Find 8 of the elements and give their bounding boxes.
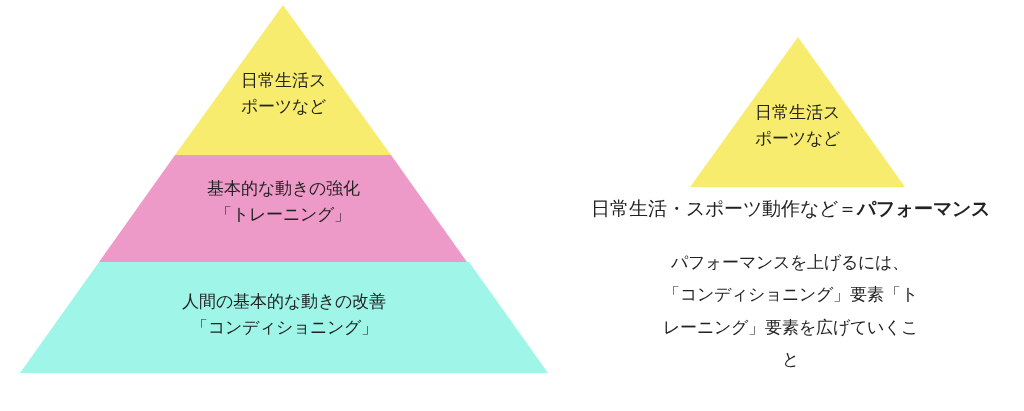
- equation-text: 日常生活・スポーツ動作など＝パフォーマンス: [589, 196, 991, 221]
- explanation-paragraph: パフォーマンスを上げるには、「コンディショニング」要素「トレーニング」要素を広げていくこと: [661, 251, 919, 371]
- tier-label: 日常生活スポーツなど: [754, 101, 841, 151]
- tier-label: 「コンディショニング」: [190, 316, 378, 340]
- tier-label: 「トレーニング」: [215, 203, 351, 227]
- tier-label: 基本的な動きの強化: [206, 177, 360, 200]
- tier-label: 日常生活スポーツなど: [239, 69, 327, 119]
- tier-label: 人間の基本的な動きの改善: [182, 290, 386, 313]
